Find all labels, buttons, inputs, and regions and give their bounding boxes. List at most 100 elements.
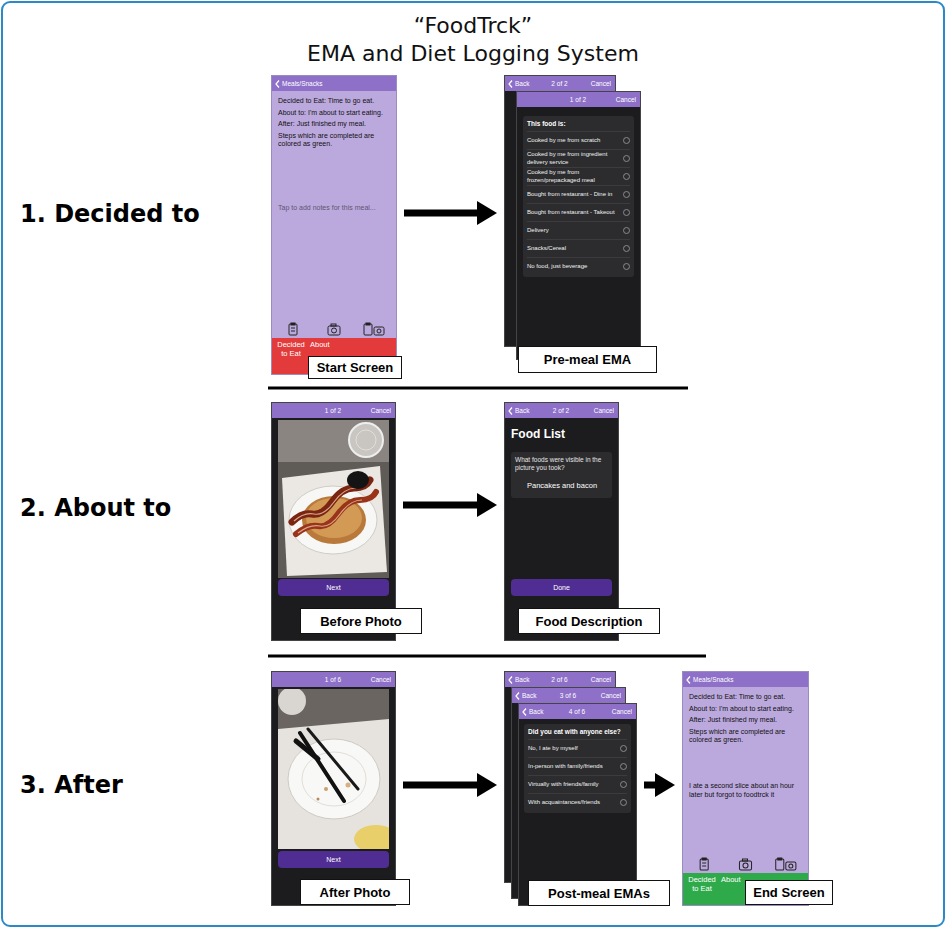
header-bar: Meals/Snacks xyxy=(683,672,808,687)
step-area: 3. After xyxy=(20,770,123,800)
header-bar: Back2 of 6Cancel xyxy=(505,672,615,687)
step-description: Decided to Eat: Time to go eat. xyxy=(689,693,802,702)
screen-label: End Screen xyxy=(745,880,833,905)
back-link: Back xyxy=(508,676,529,684)
option-text: In-person with family/friends xyxy=(528,763,617,770)
action-button: Next xyxy=(278,579,389,596)
label-text: Start Screen xyxy=(317,360,394,375)
tab-text: About xyxy=(310,341,330,350)
button-text: Next xyxy=(326,584,340,592)
phone-screen: 1 of 2CancelNext xyxy=(272,403,395,640)
option-panel: Did you eat with anyone else? No, I ate b… xyxy=(524,724,631,813)
radio-button xyxy=(620,745,627,752)
option-text: Cooked by me from scratch xyxy=(527,137,620,144)
step-heading: 3. After xyxy=(20,770,123,800)
screen-label: Food Description xyxy=(518,608,660,634)
back-text: Back xyxy=(529,708,543,716)
back-chevron xyxy=(508,407,513,415)
screen-label: Before Photo xyxy=(300,608,422,634)
step-counter: 2 of 2 xyxy=(553,407,569,415)
cancel-text: Cancel xyxy=(591,80,611,88)
back-chevron xyxy=(686,676,691,684)
option-text: No food, just beverage xyxy=(527,263,620,270)
question-text: What foods were visible in the picture y… xyxy=(515,456,608,472)
option-row: No, I ate by myself xyxy=(528,739,627,757)
option-panel: What foods were visible in the picture y… xyxy=(511,452,612,498)
flow-arrow xyxy=(403,493,497,517)
radio-button xyxy=(623,263,630,270)
heading-area: Food List xyxy=(511,427,612,441)
option-row: In-person with family/friends xyxy=(528,757,627,775)
radio-button xyxy=(620,799,627,806)
header-bar: 1 of 6 Cancel xyxy=(272,672,395,687)
phone-screen: 1 of 2CancelThis food is:Cooked by me fr… xyxy=(517,92,640,359)
radio-button xyxy=(623,173,630,180)
text-column: Decided to Eat: Time to go eat. About to:… xyxy=(689,693,802,748)
step-counter: 4 of 6 xyxy=(569,708,585,716)
step-description: Decided to Eat: Time to go eat. xyxy=(278,97,390,106)
flow-arrow xyxy=(404,201,497,225)
note-area: Tap to add notes for this meal... xyxy=(278,204,390,213)
header-bar: Meals/Snacks xyxy=(272,76,396,91)
phone-screen: Back 4 of 6 CancelDid you eat with anyone … xyxy=(519,704,636,905)
back-chevron xyxy=(522,708,527,716)
option-row: Bought from restaurant - Takeout xyxy=(527,203,630,221)
cancel-text: Cancel xyxy=(612,708,632,716)
cancel-text: Cancel xyxy=(594,407,614,415)
option-row: Cooked by me from ingredient delivery se… xyxy=(527,149,630,167)
back-link: Back xyxy=(522,708,543,716)
cancel-text: Cancel xyxy=(371,407,391,415)
header-bar: 1 of 2Cancel xyxy=(517,92,640,107)
option-text: Delivery xyxy=(527,227,620,234)
option-text: Virtually with friends/family xyxy=(528,781,617,788)
back-text: Back xyxy=(522,692,536,700)
tab-icons xyxy=(683,857,808,871)
label-text: End Screen xyxy=(753,885,825,900)
meal-note: I ate a second slice about an hour later… xyxy=(689,782,802,799)
tab-text: Decided to Eat xyxy=(275,341,307,358)
option-row: With acquaintances/friends xyxy=(528,793,627,811)
flow-arrow xyxy=(403,773,497,797)
option-row: Bought from restaurant - Dine in xyxy=(527,185,630,203)
radio-button xyxy=(623,209,630,216)
header-bar: Back3 of 6Cancel xyxy=(512,688,625,703)
radio-button xyxy=(623,155,630,162)
step-description: Steps which are completed are colored as… xyxy=(689,728,802,745)
step-counter: 1 of 2 xyxy=(570,96,586,104)
note-area: I ate a second slice about an hour later… xyxy=(689,782,802,799)
phone-screen: Back2 of 2CancelFood ListWhat foods were… xyxy=(505,403,618,640)
option-text: Snacks/Cereal xyxy=(527,245,620,252)
diagram-title: “FoodTrck” EMA and Diet Logging System xyxy=(0,12,946,68)
back-chevron xyxy=(515,692,520,700)
meal-photo-before xyxy=(278,420,389,578)
action-button: Next xyxy=(278,851,389,868)
option-text: Bought from restaurant - Takeout xyxy=(527,209,620,216)
screen-heading: Food List xyxy=(511,427,612,441)
answer-text: Pancakes and bacon xyxy=(515,475,608,496)
radio-button xyxy=(623,137,630,144)
option-text: Cooked by me from frozen/prepackaged mea… xyxy=(527,169,620,183)
title-area: “FoodTrck” EMA and Diet Logging System xyxy=(0,12,946,68)
action-button: Done xyxy=(511,579,612,596)
step-area: 1. Decided to xyxy=(20,199,200,229)
option-text: No, I ate by myself xyxy=(528,745,617,752)
cancel-text: Cancel xyxy=(601,692,621,700)
flow-arrow xyxy=(644,773,675,797)
back-link: Back xyxy=(508,80,529,88)
label-text: Food Description xyxy=(536,614,643,629)
option-row: Snacks/Cereal xyxy=(527,239,630,257)
header-bar: Back2 of 2Cancel xyxy=(505,403,618,418)
question-text: Did you eat with anyone else? xyxy=(528,728,627,736)
step-heading: 2. About to xyxy=(20,493,171,523)
step-counter: 1 of 6 xyxy=(325,676,341,684)
cancel-text: Cancel xyxy=(591,676,611,684)
button-text: Next xyxy=(326,856,340,864)
cancel-text: Cancel xyxy=(371,676,391,684)
back-text: Back xyxy=(515,676,529,684)
tab-text: About xyxy=(721,876,741,885)
step-description: About to: I'm about to start eating. xyxy=(278,109,390,118)
radio-button xyxy=(623,227,630,234)
option-text: With acquaintances/friends xyxy=(528,799,617,806)
step-description: About to: I'm about to start eating. xyxy=(689,705,802,714)
meal-note: Tap to add notes for this meal... xyxy=(278,204,390,213)
